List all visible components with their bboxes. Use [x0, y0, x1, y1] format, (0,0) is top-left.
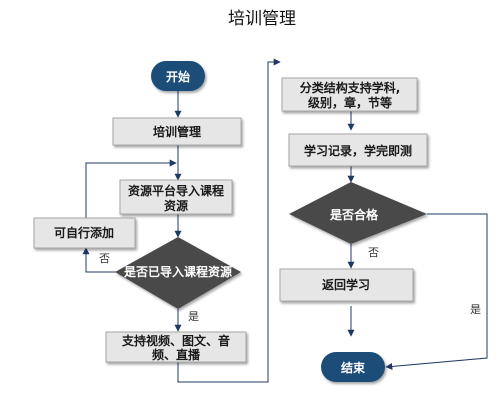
training-mgmt-label: 培训管理 [153, 124, 201, 139]
decision-import: 是否已导入课程资源 [115, 237, 241, 309]
end-node: 结束 [321, 352, 385, 382]
return-study-label: 返回学习 [322, 277, 370, 292]
process-category: 分类结构支持学科, 级别，章，节等 [281, 77, 418, 112]
decision-import-label: 是否已导入课程资源 [123, 264, 232, 279]
process-support-media: 支持视频、图文、音 频、直播 [105, 331, 247, 363]
category-label-line2: 级别，章，节等 [308, 95, 392, 110]
page-title: 培训管理 [228, 9, 296, 29]
edge-label-yes-import: 是 [188, 310, 199, 323]
support-label-line1: 支持视频、图文、音 [121, 333, 230, 348]
process-import-resources: 资源平台导入课程 资源 [119, 179, 233, 215]
support-label-line2: 频、直播 [152, 347, 201, 362]
end-label: 结束 [341, 360, 366, 375]
process-record: 学习记录，学完即测 [288, 133, 428, 167]
start-node: 开始 [151, 61, 205, 91]
decision-pass-label: 是否合格 [329, 207, 379, 222]
start-label: 开始 [166, 69, 190, 84]
process-return-study: 返回学习 [279, 268, 414, 302]
category-label-line1: 分类结构支持学科, [300, 80, 401, 95]
edge-label-no-import: 否 [99, 252, 110, 265]
import-label-line1: 资源平台导入课程 [128, 183, 224, 198]
edge-selfadd-loop [85, 159, 177, 218]
process-self-add: 可自行添加 [33, 217, 136, 249]
edge-support-category [177, 58, 281, 383]
connectors-right [347, 111, 488, 370]
edge-label-no-pass: 否 [368, 246, 379, 259]
self-add-label: 可自行添加 [54, 225, 114, 240]
process-training-mgmt: 培训管理 [112, 117, 242, 146]
edge-label-yes-pass: 是 [470, 303, 481, 316]
import-label-line2: 资源 [164, 198, 188, 213]
decision-pass: 是否合格 [289, 182, 427, 244]
edge-pass-end [385, 213, 488, 370]
record-label: 学习记录，学完即测 [304, 143, 412, 158]
